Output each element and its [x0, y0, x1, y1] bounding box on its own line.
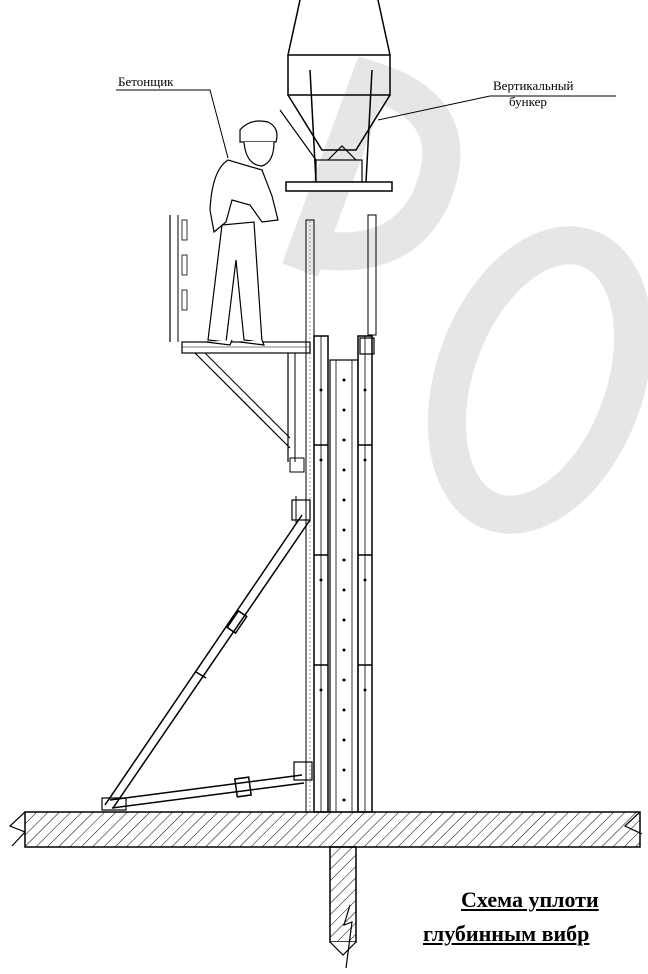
leader-lines	[116, 89, 616, 159]
watermark	[282, 56, 648, 534]
worker-figure	[205, 120, 279, 346]
bunker-label-line2: бункер	[509, 94, 547, 109]
diagonal-brace	[104, 496, 311, 809]
ground-slab	[8, 811, 643, 848]
column-foundation	[329, 846, 357, 969]
bunker-label-line1: Вертикальный	[493, 78, 574, 93]
vertical-bunker	[279, 0, 393, 192]
bottom-brace	[101, 761, 313, 811]
formwork-panels	[305, 214, 377, 813]
diagram-title-line2: глубинным вибр	[423, 921, 590, 946]
diagram-title-line1: Схема уплоти	[461, 887, 599, 912]
worker-label: Бетонщик	[118, 74, 174, 89]
